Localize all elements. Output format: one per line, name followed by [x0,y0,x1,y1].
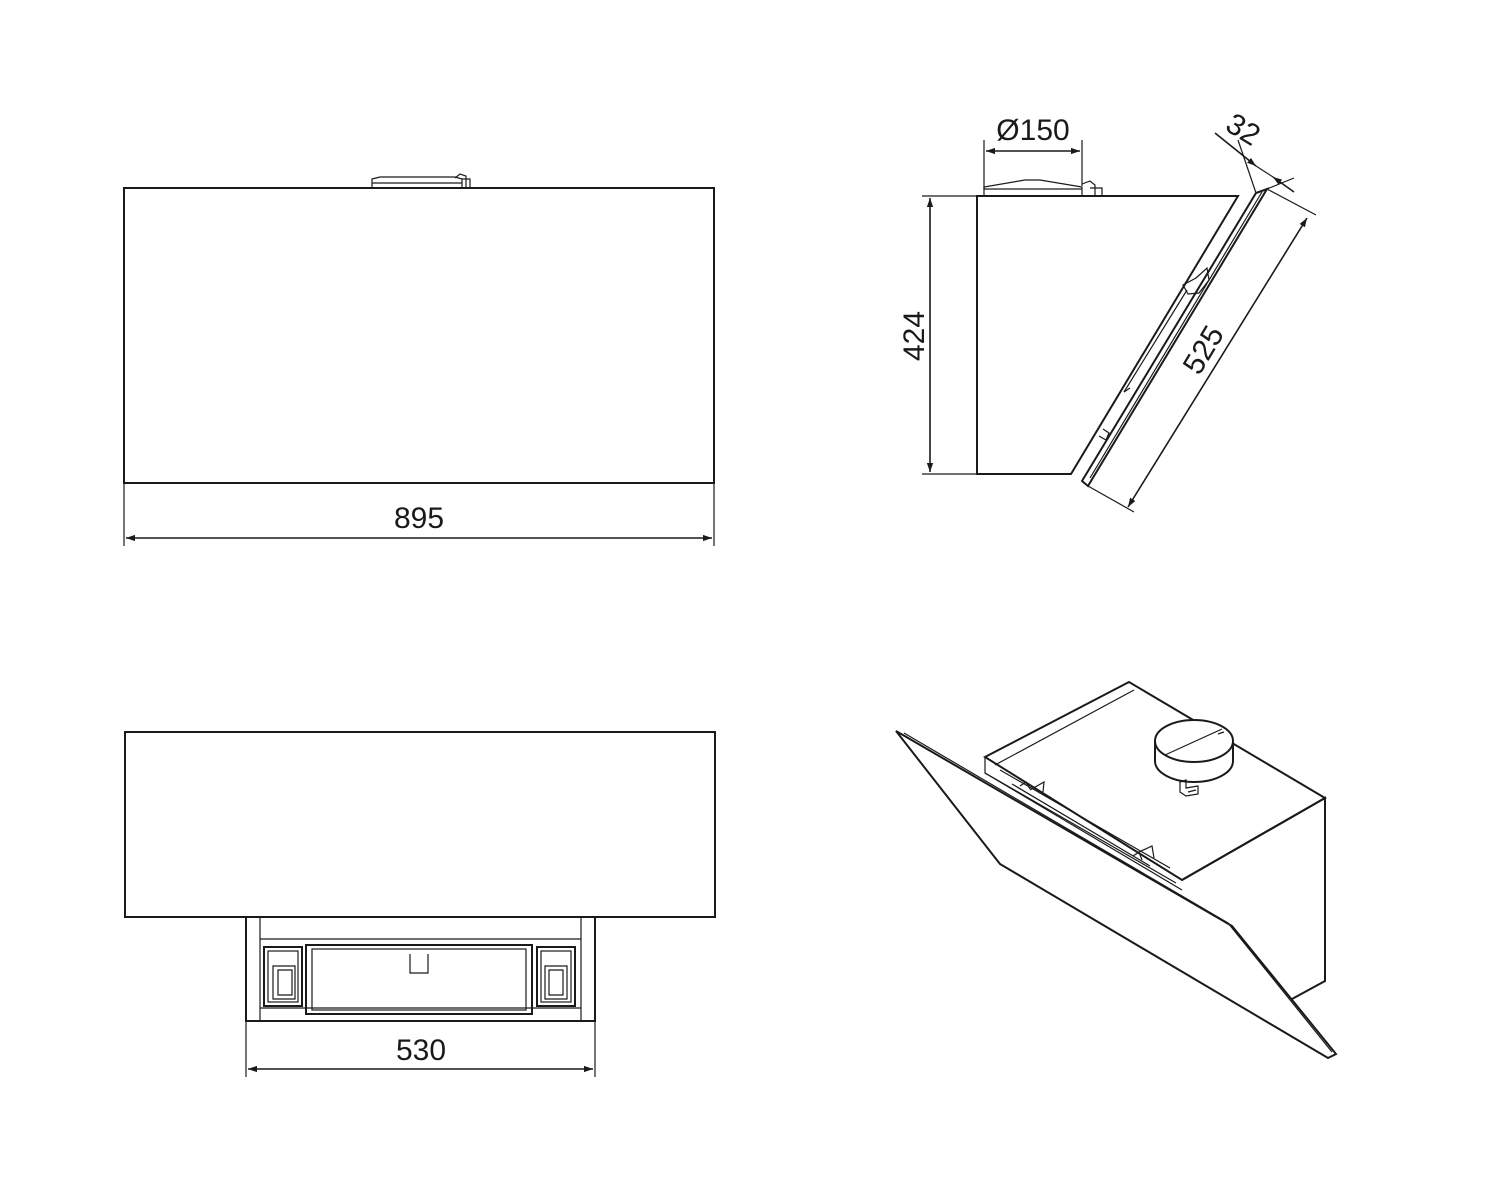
damper-bracket-iso [1179,779,1199,797]
isometric-view [895,680,1338,1060]
filter-panel [305,944,533,1015]
dimension-panel-length: 525 [1087,188,1317,513]
dimension-label-32: 32 [1220,107,1266,152]
dimension-panel-thickness: 32 [1214,107,1295,194]
dimension-width-bottom: 530 [245,1021,596,1077]
dimension-label-525: 525 [1177,320,1231,380]
duct-collar-iso [1154,719,1234,783]
duct-flange-side [983,179,1103,196]
left-light-housing [263,946,303,1007]
dimension-width-front: 895 [123,483,715,546]
front-view: 895 [123,173,715,546]
dimension-label-diameter-150: Ø150 [996,114,1069,147]
side-view: 424 Ø150 32 525 [898,107,1317,513]
dimension-duct-diameter: Ø150 [983,114,1083,190]
right-light-housing [536,946,576,1007]
duct-flange-front [371,173,471,188]
dimension-label-530: 530 [396,1034,446,1067]
dimension-label-424: 424 [898,311,931,361]
dimension-height-side: 424 [898,195,977,475]
bottom-view: 530 [124,731,716,1077]
dimension-label-895: 895 [394,502,444,535]
